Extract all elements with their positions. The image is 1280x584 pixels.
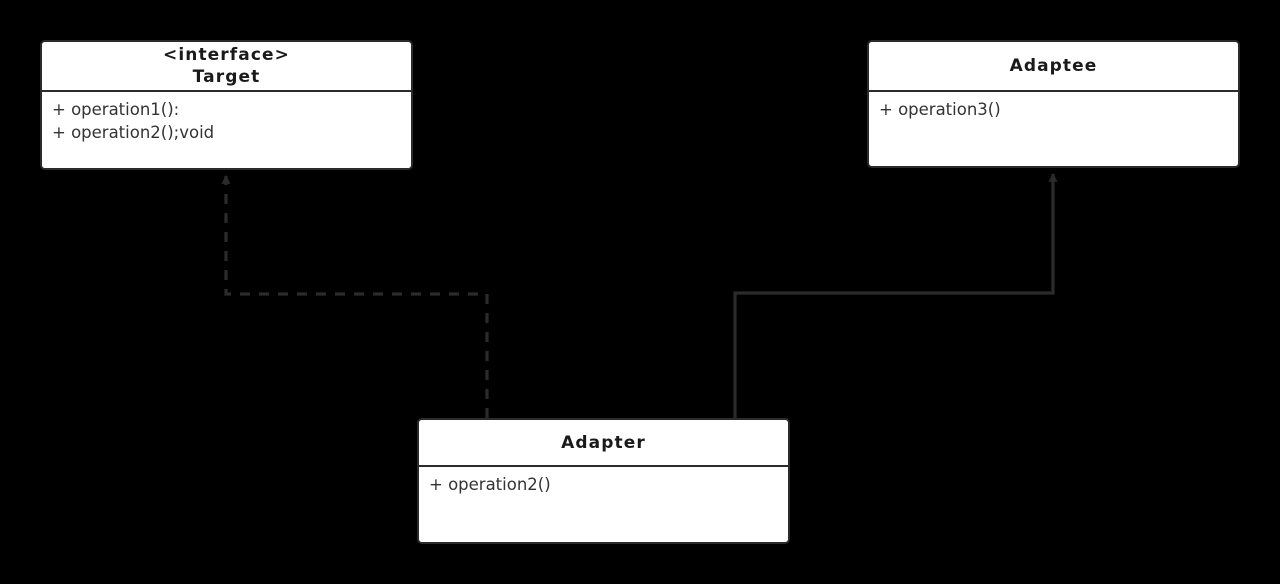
- uml-class-adaptee-header: Adaptee: [869, 42, 1238, 92]
- uml-class-adapter-name: Adapter: [561, 432, 646, 453]
- uml-class-target-name: Target: [192, 67, 261, 87]
- uml-class-adaptee-members: + operation3(): [869, 92, 1238, 166]
- uml-class-target-members: + operation1(): + operation2();void: [42, 92, 411, 168]
- uml-class-adapter-members: + operation2(): [419, 467, 788, 542]
- uml-member: + operation2();void: [52, 123, 215, 142]
- realization-edge-adapter-to-target: [221, 174, 489, 418]
- uml-member: + operation2(): [429, 475, 551, 494]
- association-edge-adapter-to-adaptee: [733, 172, 1058, 418]
- uml-class-adaptee-name: Adaptee: [1009, 56, 1098, 76]
- uml-member: + operation1():: [52, 100, 180, 119]
- uml-class-adapter[interactable]: Adapter + operation2(): [417, 418, 790, 544]
- uml-class-target-header: <interface> Target: [42, 42, 411, 92]
- uml-class-target[interactable]: <interface> Target + operation1(): + ope…: [40, 40, 413, 170]
- uml-class-adapter-header: Adapter: [419, 420, 788, 467]
- uml-class-target-stereotype: <interface>: [162, 45, 291, 65]
- uml-class-adaptee[interactable]: Adaptee + operation3(): [867, 40, 1240, 168]
- uml-member: + operation3(): [879, 100, 1001, 119]
